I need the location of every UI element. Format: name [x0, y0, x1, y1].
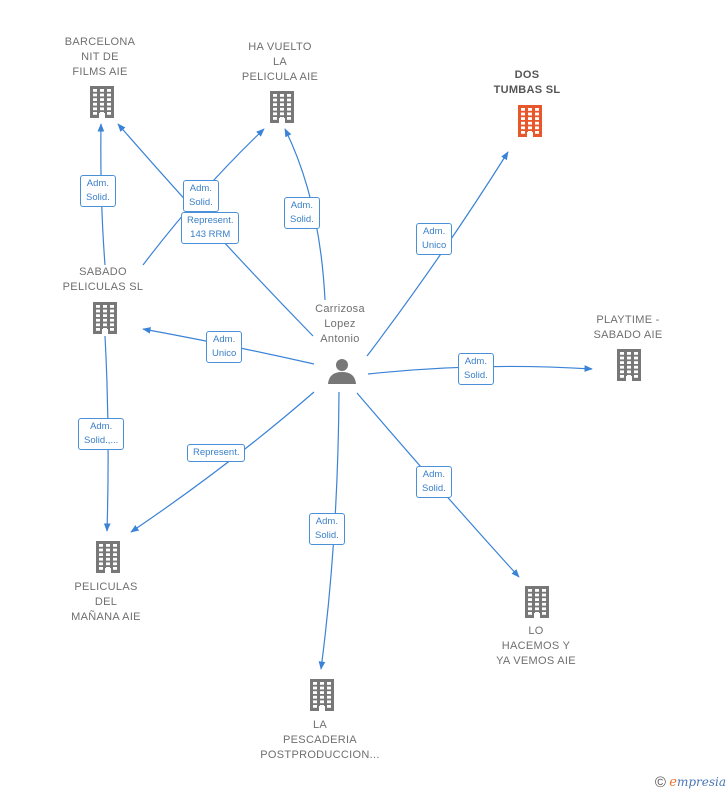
building-icon-pescaderia[interactable] [310, 679, 334, 711]
relation-label-r2[interactable]: Adm. Solid. [183, 180, 219, 212]
brand-footer: © empresia [655, 774, 726, 791]
copyright-icon: © [654, 774, 666, 791]
relation-label-line: Solid. [464, 370, 488, 381]
relation-label-line: Solid. [86, 192, 110, 203]
label-line: LA [312, 719, 328, 731]
label-line: PELICULAS SL [62, 281, 144, 293]
label-line: POSTPRODUCCION... [260, 749, 380, 761]
company-label-peliculas: PELICULAS DEL MAÑANA AIE [51, 580, 161, 625]
label-line: PELICULAS [74, 581, 138, 593]
label-line: HACEMOS Y [501, 640, 571, 652]
label-line: NIT DE [81, 51, 119, 63]
building-icon-havuelto[interactable] [270, 91, 294, 123]
relation-label-line: Represent. [187, 215, 234, 226]
label-line: YA VEMOS AIE [496, 655, 576, 667]
relation-label-r6[interactable]: Adm. Unico [206, 331, 243, 363]
label-line: TUMBAS SL [493, 84, 561, 96]
relation-label-line: Unico [422, 240, 447, 251]
relation-label-line: Adm. [290, 200, 313, 211]
relation-label-r3[interactable]: Represent. 143 RRM [181, 212, 240, 244]
relation-label-line: Adm. [90, 421, 113, 432]
relation-label-line: Adm. [213, 334, 236, 345]
label-line: Carrizosa [315, 303, 365, 315]
company-label-sabado: SABADO PELICULAS SL [48, 265, 158, 295]
label-line: SABADO [79, 266, 127, 278]
relation-label-r9[interactable]: Represent. [187, 444, 246, 462]
building-icon-barcelona[interactable] [90, 86, 114, 118]
label-line: BARCELONA [64, 36, 136, 48]
relation-label-line: Solid. [189, 197, 213, 208]
label-line: Lopez [324, 318, 356, 330]
relation-label-line: 143 RRM [190, 229, 231, 240]
relation-label-line: Solid. [290, 214, 314, 225]
relation-label-line: Adm. [423, 226, 446, 237]
relation-label-line: Adm. [315, 516, 338, 527]
building-icon-playtime[interactable] [617, 349, 641, 381]
brand-logo-text: mpresia [676, 775, 726, 789]
relation-label-r11[interactable]: Adm. Solid. [416, 466, 452, 498]
relation-label-line: Solid.,... [84, 435, 119, 446]
relation-edge-r9 [130, 391, 315, 533]
edges-layer [97, 123, 593, 670]
label-line: Antonio [320, 333, 360, 345]
icons-layer [90, 86, 641, 711]
relation-label-line: Adm. [464, 356, 487, 367]
relation-label-line: Solid. [315, 530, 339, 541]
building-icon-peliculas[interactable] [96, 541, 120, 573]
relation-edge-r5 [366, 151, 509, 357]
label-line: PLAYTIME - [596, 314, 660, 326]
relation-label-line: Unico [212, 348, 237, 359]
company-label-lohacemos: LO HACEMOS Y YA VEMOS AIE [481, 624, 591, 669]
person-icon[interactable] [328, 359, 356, 384]
company-label-pescaderia: LA PESCADERIA POSTPRODUCCION... [250, 718, 390, 763]
brand-logo-letter: e [669, 775, 677, 790]
label-line: MAÑANA AIE [71, 611, 141, 623]
building-icon-sabado[interactable] [93, 302, 117, 334]
label-line: LO [528, 625, 544, 637]
relation-label-line: Adm. [86, 178, 109, 189]
relation-label-line: Adm. [422, 469, 445, 480]
label-line: DEL [94, 596, 118, 608]
label-line: FILMS AIE [72, 66, 128, 78]
relation-label-r10[interactable]: Adm. Solid. [309, 513, 345, 545]
relation-label-r8[interactable]: Adm. Solid.,... [78, 418, 125, 450]
label-line: LA [272, 56, 288, 68]
building-icon-lohacemos[interactable] [525, 586, 549, 618]
label-line: DOS [514, 69, 540, 81]
company-label-dostumbas: DOS TUMBAS SL [472, 68, 582, 98]
relation-label-r4[interactable]: Adm. Solid. [284, 197, 320, 229]
company-label-barcelona: BARCELONA NIT DE FILMS AIE [45, 35, 155, 80]
building-icon-dostumbas[interactable] [518, 105, 542, 137]
relation-label-r7[interactable]: Adm. Solid. [458, 353, 494, 385]
label-line: SABADO AIE [593, 329, 663, 341]
relation-label-r1[interactable]: Adm. Solid. [80, 175, 116, 207]
relation-label-r5[interactable]: Adm. Unico [416, 223, 453, 255]
company-label-playtime: PLAYTIME - SABADO AIE [573, 313, 683, 343]
label-line: PESCADERIA [283, 734, 357, 746]
relation-label-line: Represent. [193, 447, 240, 458]
label-line: HA VUELTO [248, 41, 312, 53]
relation-label-line: Solid. [422, 483, 446, 494]
company-label-havuelto: HA VUELTO LA PELICULA AIE [225, 40, 335, 85]
relation-label-line: Adm. [189, 183, 212, 194]
label-line: PELICULA AIE [241, 71, 319, 83]
